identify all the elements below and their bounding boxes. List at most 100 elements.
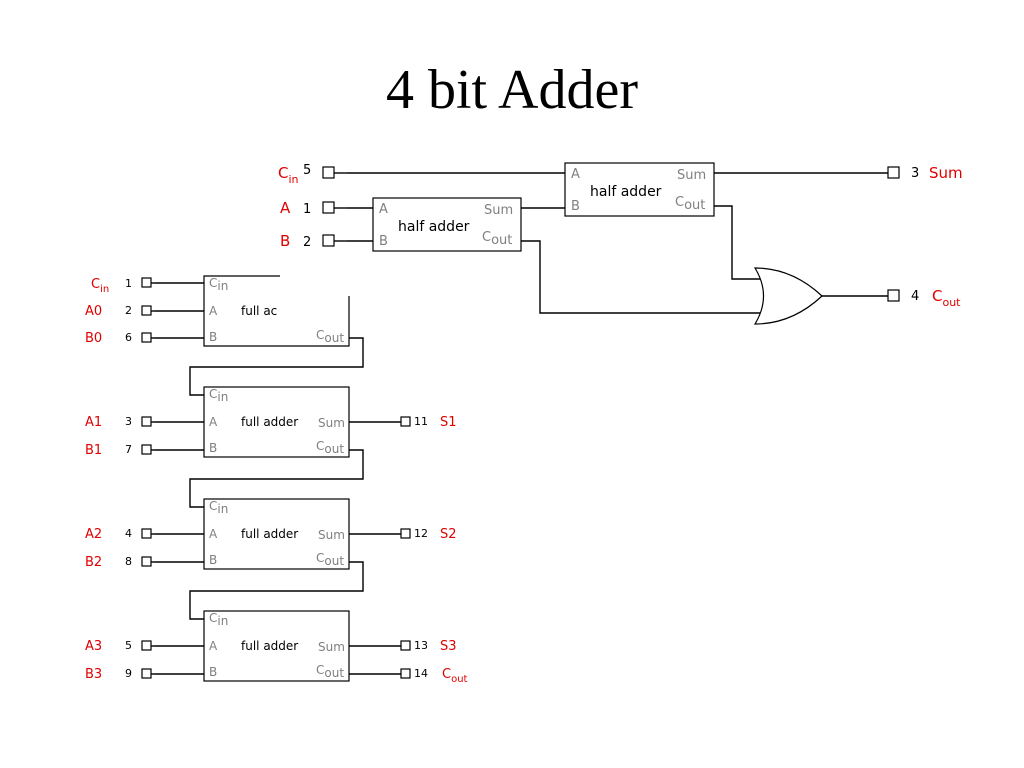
- full-adder-0-body: [203, 275, 350, 347]
- output-label-sum: Sum: [929, 164, 963, 182]
- input-label-cin: Cin: [278, 164, 299, 186]
- input-label-b0: B0: [85, 331, 102, 346]
- pin-sum: Sum: [318, 640, 345, 654]
- port-b-top: [322, 234, 335, 247]
- pin-a: A: [571, 167, 580, 182]
- output-label-s2: S2: [440, 527, 457, 542]
- pin-cin: Cin: [209, 499, 228, 516]
- half-adder-2-body: [564, 162, 715, 217]
- full-adder-1-body: [203, 386, 350, 458]
- input-num: 4: [125, 527, 132, 540]
- port: [141, 668, 152, 679]
- half-adder-1-body: [372, 197, 522, 252]
- input-num-cin: 5: [303, 163, 311, 178]
- port: [141, 444, 152, 455]
- pin-cin: Cin: [209, 387, 228, 404]
- pin-sum: Sum: [677, 168, 706, 183]
- port-sum-out: [887, 166, 900, 179]
- carry-wire-0-1: [189, 337, 364, 396]
- input-label-b3: B3: [85, 667, 102, 682]
- port-a-top: [322, 201, 335, 214]
- pin-b: B: [209, 441, 217, 455]
- port: [141, 556, 152, 567]
- pin-cout: Cout: [316, 328, 344, 345]
- pin-b: B: [209, 330, 217, 344]
- bottom-circuit: Cin 1 A0 2 B0 6 Cin A B full ac Cout A1: [85, 275, 468, 685]
- input-num: 8: [125, 555, 132, 568]
- output-label-s1: S1: [440, 415, 457, 430]
- pin-a: A: [379, 202, 388, 217]
- input-label-a1: A1: [85, 415, 102, 430]
- input-label-cin: Cin: [91, 277, 109, 295]
- input-num-a: 1: [303, 202, 311, 217]
- half-adder-2: A B half adder Sum Cout: [564, 162, 715, 217]
- pin-a: A: [209, 639, 218, 653]
- pin-cout: Cout: [316, 439, 344, 456]
- output-num: 11: [414, 415, 428, 428]
- full-adder-3-body: [203, 610, 350, 682]
- output-label-cout: Cout: [442, 667, 468, 685]
- top-circuit: Cin 5 A 1 B 2 A B half adder Sum Cout A …: [278, 162, 963, 325]
- slide-title: 4 bit Adder: [386, 59, 638, 121]
- port: [400, 640, 411, 651]
- port: [400, 528, 411, 539]
- half-adder-1: A B half adder Sum Cout: [372, 197, 522, 252]
- port-cin-top: [322, 166, 335, 179]
- port: [141, 332, 152, 343]
- half-adder-2-label: half adder: [590, 184, 662, 200]
- wire-ha2-cout-to-or: [714, 205, 763, 280]
- full-adder-2-label: full adder: [241, 527, 298, 541]
- input-label-a2: A2: [85, 527, 102, 542]
- port: [141, 277, 152, 288]
- pin-b: B: [379, 234, 388, 249]
- pin-a: A: [209, 527, 218, 541]
- or-gate: [753, 267, 823, 325]
- full-adder-3-label: full adder: [241, 639, 298, 653]
- pin-cin: Cin: [209, 276, 228, 293]
- input-label-b2: B2: [85, 555, 102, 570]
- pin-a: A: [209, 304, 218, 318]
- carry-wire-2-3: [189, 561, 364, 620]
- input-label-a: A: [280, 199, 291, 217]
- output-num: 14: [414, 667, 428, 680]
- input-label-b: B: [280, 232, 290, 250]
- port: [141, 640, 152, 651]
- pin-sum: Sum: [318, 416, 345, 430]
- full-adder-stage-3: A3 5 B3 9 13 S3 14 Cout Cin A B full add…: [85, 610, 468, 685]
- input-num: 7: [125, 443, 132, 456]
- carry-wire-1-2: [189, 449, 364, 508]
- input-label-a0: A0: [85, 304, 102, 319]
- input-num: 6: [125, 331, 132, 344]
- pin-cout: Cout: [316, 663, 344, 680]
- pin-cout: Cout: [675, 195, 705, 213]
- pin-b: B: [571, 199, 580, 214]
- port: [400, 416, 411, 427]
- port-cout-out: [887, 289, 900, 302]
- full-adder-stage-0: Cin 1 A0 2 B0 6 Cin A B full ac Cout: [85, 275, 350, 347]
- input-num: 5: [125, 639, 132, 652]
- full-adder-stage-2: A2 4 B2 8 12 S2 Cin A B full adder Sum C…: [85, 498, 457, 570]
- wire-ha1-cout-to-or: [521, 240, 763, 314]
- input-num-b: 2: [303, 235, 311, 250]
- pin-sum: Sum: [484, 203, 513, 218]
- half-adder-1-label: half adder: [398, 219, 470, 235]
- port: [400, 668, 411, 679]
- port: [141, 416, 152, 427]
- output-num: 12: [414, 527, 428, 540]
- input-num: 2: [125, 304, 132, 317]
- full-adder-1-label: full adder: [241, 415, 298, 429]
- full-adder-stage-1: A1 3 B1 7 11 S1 Cin A B full adder Sum C…: [85, 386, 457, 458]
- pin-cout: Cout: [482, 230, 512, 248]
- output-num-cout: 4: [911, 289, 919, 304]
- port: [141, 305, 152, 316]
- pin-b: B: [209, 553, 217, 567]
- pin-b: B: [209, 665, 217, 679]
- input-label-a3: A3: [85, 639, 102, 654]
- full-adder-2-body: [203, 498, 350, 570]
- output-num: 13: [414, 639, 428, 652]
- pin-a: A: [209, 415, 218, 429]
- pin-cout: Cout: [316, 551, 344, 568]
- output-label-s3: S3: [440, 639, 457, 654]
- input-num: 3: [125, 415, 132, 428]
